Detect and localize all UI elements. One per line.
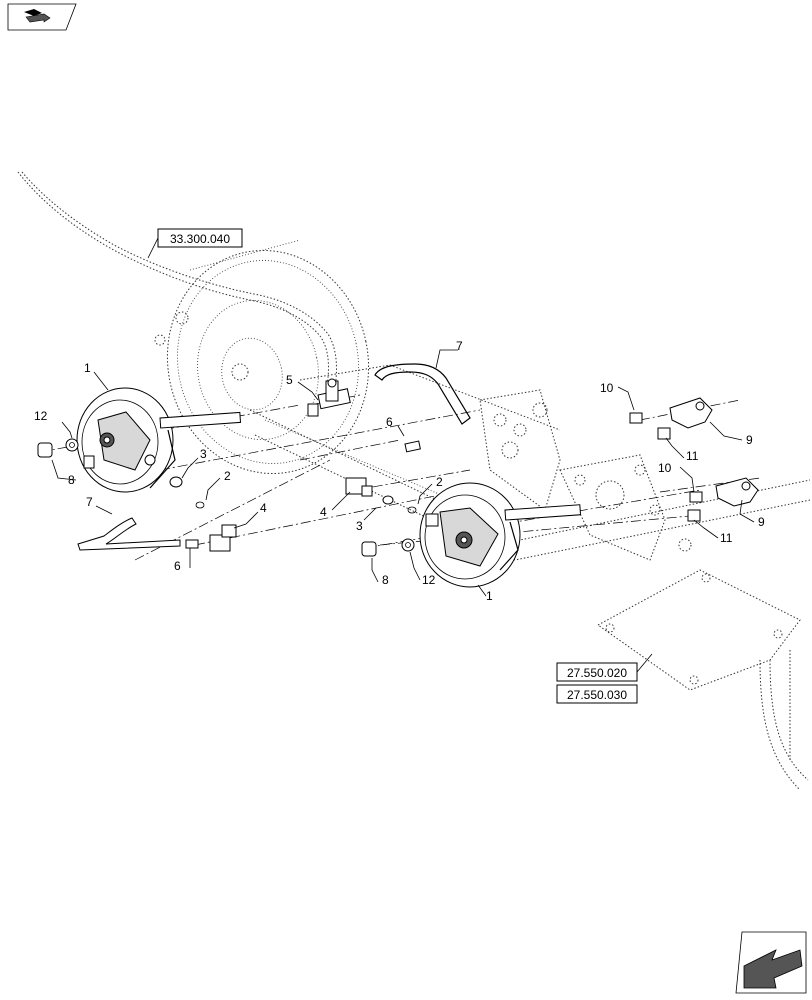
right-washer[interactable] — [401, 538, 415, 552]
background-spring-plate — [597, 569, 809, 791]
right-brake-chamber[interactable] — [419, 482, 582, 588]
callout-6-right: 6 — [386, 415, 393, 429]
reference-bottom-label-1: 27.550.020 — [567, 666, 627, 680]
reference-top-label: 33.300.040 — [170, 232, 230, 246]
callout-8-right: 8 — [382, 573, 389, 587]
reference-bottom-label-2: 27.550.030 — [567, 688, 627, 702]
callout-11-upper: 11 — [686, 449, 699, 463]
callout-5: 5 — [286, 373, 293, 387]
lower-clevis[interactable] — [715, 477, 759, 507]
left-plug[interactable] — [37, 442, 53, 458]
upper-clevis[interactable] — [669, 397, 713, 429]
callout-2-left: 2 — [224, 469, 231, 483]
left-hose[interactable] — [77, 517, 181, 551]
callout-7-right: 7 — [456, 339, 463, 353]
callout-7-left: 7 — [86, 495, 93, 509]
callout-1-left: 1 — [84, 361, 91, 375]
callout-10-lower: 10 — [658, 461, 672, 475]
reference-box-bottom[interactable]: 27.550.020 27.550.030 — [556, 653, 653, 704]
right-ring[interactable] — [407, 506, 417, 514]
background-cable-outline — [17, 171, 337, 395]
reference-box-top[interactable]: 33.300.040 — [147, 228, 243, 259]
callout-1-right: 1 — [486, 589, 493, 603]
callout-12-right: 12 — [422, 573, 436, 587]
background-brackets — [479, 389, 692, 561]
upper-lock-nut[interactable] — [657, 427, 671, 440]
callout-9-upper: 9 — [746, 433, 753, 447]
next-page-arrow-icon[interactable] — [735, 931, 807, 994]
callout-leaders — [51, 349, 755, 597]
left-brake-chamber[interactable] — [76, 387, 242, 493]
callout-6-left: 6 — [174, 559, 181, 573]
callout-12-left: 12 — [34, 409, 48, 423]
upper-nut[interactable] — [629, 412, 643, 424]
left-connector[interactable] — [185, 539, 199, 549]
lower-nut[interactable] — [689, 491, 703, 503]
callout-8-left: 8 — [68, 473, 75, 487]
callout-11-lower: 11 — [720, 531, 733, 545]
callout-3-right: 3 — [356, 519, 363, 533]
callout-2-right: 2 — [436, 475, 443, 489]
background-brake-drum — [154, 239, 370, 475]
book-arrow-icon[interactable] — [7, 3, 77, 31]
right-adapter[interactable] — [382, 495, 394, 505]
right-elbow[interactable] — [345, 477, 373, 497]
background-axle-beam — [249, 364, 811, 561]
callout-3-left: 3 — [200, 447, 207, 461]
tee-fitting[interactable] — [307, 378, 351, 417]
lower-lock-nut[interactable] — [687, 509, 701, 522]
callout-10-upper: 10 — [600, 381, 614, 395]
callout-4-left: 4 — [260, 501, 267, 515]
callout-4-right: 4 — [320, 505, 327, 519]
right-plug[interactable] — [361, 541, 377, 557]
left-elbow[interactable] — [209, 524, 237, 552]
right-hose[interactable] — [374, 363, 471, 425]
left-washer[interactable] — [65, 438, 79, 452]
right-connector[interactable] — [404, 440, 421, 453]
callout-numbers: 1 1 2 2 3 3 4 4 5 6 6 7 7 8 8 12 12 9 9 … — [34, 339, 765, 603]
callout-9-lower: 9 — [758, 515, 765, 529]
left-ring[interactable] — [195, 501, 205, 509]
left-adapter[interactable] — [169, 476, 183, 488]
